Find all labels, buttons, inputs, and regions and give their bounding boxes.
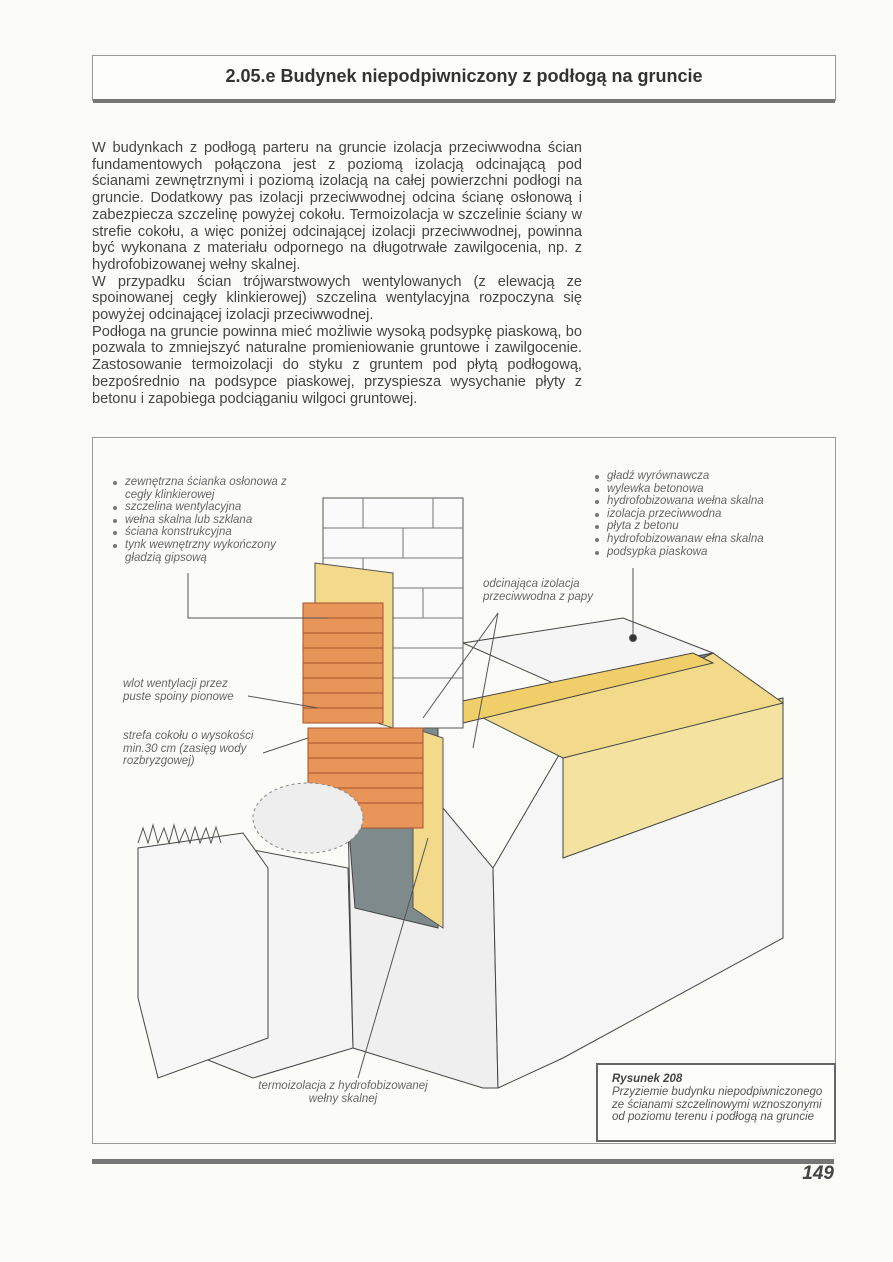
body-text: W budynkach z podłogą parteru na gruncie…: [92, 140, 582, 407]
footer-rule: [92, 1159, 834, 1164]
legend-item: gładź wyrównawcza: [593, 470, 813, 483]
leader-cutoff: [422, 612, 499, 719]
section-title-box: 2.05.e Budynek niepodpiwniczony z podłog…: [92, 55, 836, 103]
floor-layers-legend: gładź wyrównawcza wylewka betonowa hydro…: [593, 470, 813, 558]
legend-item: hydrofobizowana wełna skalna: [593, 495, 813, 508]
legend-item: płyta z betonu: [593, 520, 813, 533]
construction-illustration: [137, 497, 785, 1089]
figure-caption: Rysunek 208 Przyziemie budynku niepodpiw…: [596, 1063, 836, 1142]
legend-item: wełna skalna lub szklana: [111, 514, 311, 527]
caption-heading: Rysunek 208: [612, 1073, 683, 1085]
page-number: 149: [802, 1163, 834, 1184]
legend-item: tynk wewnętrzny wykończony gładzią gipso…: [111, 539, 311, 564]
label-plinth-zone: strefa cokołu o wysokości min.30 cm (zas…: [123, 730, 254, 768]
legend-item: szczelina wentylacyjna: [111, 501, 311, 514]
legend-item: izolacja przeciwwodna: [593, 508, 813, 521]
legend-item: zewnętrzna ścianka osłonowa z cegły klin…: [111, 476, 311, 501]
leader-thermo: [357, 837, 429, 1079]
figure-box: zewnętrzna ścianka osłonowa z cegły klin…: [92, 437, 836, 1144]
label-thermal-insulation: termoizolacja z hydrofobizowanej wełny s…: [258, 1080, 428, 1105]
paragraph: W budynkach z podłogą parteru na gruncie…: [92, 140, 582, 273]
caption-text: Przyziemie budynku niepodpiwniczonego ze…: [612, 1085, 823, 1124]
grass: [137, 823, 222, 845]
section-title: 2.05.e Budynek niepodpiwniczony z podłog…: [225, 66, 703, 86]
legend-item: podsypka piaskowa: [593, 546, 813, 559]
leader-cutoff-2: [472, 612, 499, 749]
floor-screed: [461, 617, 715, 684]
paragraph: Podłoga na gruncie powinna mieć możliwie…: [92, 323, 582, 407]
legend-item: hydrofobizowanaw ełna skalna: [593, 533, 813, 546]
legend-item: ściana konstrukcyjna: [111, 526, 311, 539]
title-underline: [93, 99, 835, 103]
leader-plinth: [262, 737, 309, 754]
leader-wall: [187, 573, 328, 619]
label-cutoff-membrane: odcinająca izolacja przeciwwodna z papy: [483, 578, 593, 603]
wall-layers-legend: zewnętrzna ścianka osłonowa z cegły klin…: [111, 476, 311, 564]
soil-block: [137, 832, 269, 1079]
gravel: [252, 782, 364, 854]
paragraph: W przypadku ścian trójwarstwowych wentyl…: [92, 273, 582, 324]
label-vent-inlet: wlot wentylacji przez puste spoiny piono…: [123, 678, 234, 703]
leader-inlet: [247, 695, 319, 709]
legend-item: wylewka betonowa: [593, 483, 813, 496]
